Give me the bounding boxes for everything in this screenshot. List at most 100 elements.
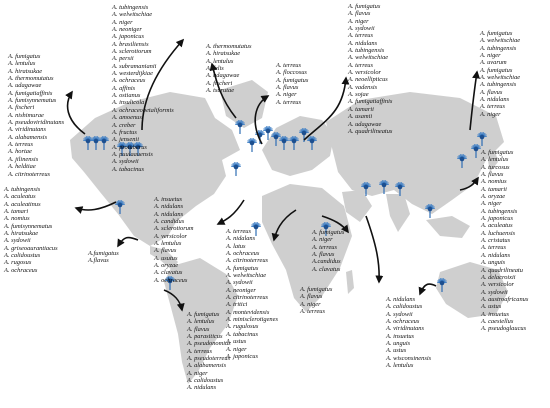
species-name: A. hiratsukae	[8, 67, 43, 75]
species-name: A. heldtiae	[8, 163, 36, 171]
species-name: A. westerdijkiae	[112, 70, 153, 78]
india	[386, 194, 410, 232]
species-name: A. sydowii	[386, 310, 413, 318]
arrow-europe	[254, 95, 270, 145]
australia	[436, 262, 508, 318]
species-name: A. nidulans	[187, 384, 217, 392]
species-name: A. quadrilineatus	[348, 127, 393, 135]
species-name: A. calidoustus	[386, 303, 423, 311]
continents	[70, 80, 508, 384]
species-name: A. lentulus	[206, 57, 234, 65]
species-name: A. cristatus	[481, 237, 511, 245]
species-name: A. rugulosus	[226, 323, 259, 331]
species-name: A. sojae	[348, 91, 369, 99]
species-name: A. nidulans	[480, 96, 510, 104]
species-name: A. niger	[480, 52, 501, 60]
species-name: A. fumigatus	[348, 3, 381, 10]
species-name: A. fumigatus	[226, 264, 259, 272]
arrow-caribbean	[117, 236, 139, 248]
species-name: A. parasiticus	[187, 333, 223, 341]
species-name: A. terreus	[348, 61, 373, 69]
species-name: A. citrinoterreus	[8, 170, 51, 178]
species-name: A. aculeatus	[481, 222, 513, 230]
species-name: A. welwitschiae	[112, 11, 153, 19]
arrow-russia	[303, 76, 350, 141]
species-name: A. udagawae	[348, 120, 382, 128]
species-name: A. terreus	[226, 228, 251, 235]
species-name: A. montevidensis	[226, 308, 270, 316]
species-name: A. insuetus	[386, 332, 415, 340]
species-name: A. flavus	[187, 325, 210, 333]
species-name: A. minisclerotigenes	[226, 316, 278, 324]
fungus-icon	[114, 200, 126, 214]
species-name: A. hiratsukae	[4, 230, 39, 238]
japan	[486, 146, 498, 172]
species-name: A. welwitschiae	[480, 74, 521, 82]
species-name: A. nidulans	[348, 39, 378, 47]
species-name: A. hiratsukae	[206, 50, 241, 58]
species-name: A. wisconsinensis	[386, 354, 432, 362]
fungus-icon	[288, 136, 300, 150]
species-name: A. sydowii	[226, 279, 253, 287]
fungus-icon	[234, 120, 246, 134]
species-name: A. lentulus	[8, 60, 36, 68]
species-name: A. pseudoterreus	[187, 355, 231, 363]
fungus-icon	[262, 126, 274, 140]
species-name: A. vadensis	[348, 83, 378, 91]
species-name: A. terreus	[481, 244, 506, 252]
fungus-icon	[270, 132, 282, 146]
species-name: A. calidoustus	[187, 377, 224, 385]
asia	[326, 92, 504, 214]
species-name: A. griseoaurantiacus	[4, 244, 58, 252]
species-name: A. lentulus	[481, 156, 509, 164]
species-name: A. fumigatus	[480, 30, 513, 37]
arrow-canada	[65, 90, 86, 135]
fungus-icon	[306, 136, 318, 150]
species-name: A. puulaauensis	[112, 150, 153, 158]
species-name: A. niger	[480, 110, 501, 118]
species-name: A. sydowii	[112, 158, 139, 166]
europe	[262, 116, 334, 176]
species-name: A. insuetus	[154, 196, 183, 203]
species-name: A. ochraceus	[386, 318, 420, 326]
species-name: A. welwitschiae	[226, 272, 267, 280]
species-name: A. pseudonomius	[187, 340, 231, 348]
species-name: A. neoniger	[226, 286, 256, 294]
fungus-icon	[424, 204, 436, 218]
species-name: A. flavus	[312, 251, 335, 259]
fungus-icon	[82, 136, 94, 150]
species-name: A. luchuensis	[481, 229, 516, 237]
pointer-arrows	[65, 38, 481, 312]
africa	[262, 184, 352, 312]
species-name: A. oryzae	[481, 193, 506, 201]
species-name: A. flavus	[348, 10, 371, 18]
species-name: A. citrinoterreus	[226, 257, 269, 265]
species-name: A. pseudoglaucus	[481, 325, 527, 333]
species-name: A.fumigatus	[88, 250, 119, 257]
species-name: A. sydowii	[481, 288, 508, 296]
north-america	[70, 92, 240, 246]
species-name: A. terreus	[348, 32, 373, 40]
species-name: A. fructus	[112, 128, 137, 136]
species-name: A. niger	[276, 91, 297, 99]
species-name: A. ochraceus	[226, 250, 260, 258]
species-name: A. citrinoterreus	[226, 294, 269, 302]
species-name: A. nidulans	[481, 251, 511, 259]
species-name: A. austroafricanus	[481, 295, 529, 303]
species-name: A. unguis	[481, 259, 506, 267]
species-name: A. welwitschiae	[348, 54, 389, 62]
species-name: A. jensenii	[112, 136, 139, 144]
species-name: A. persii	[112, 55, 134, 63]
species-name: A. tritici	[226, 301, 248, 309]
species-name: A. versicolor	[348, 69, 382, 77]
species-name: A. nishimurae	[8, 111, 44, 119]
species-name: A. hortae	[8, 148, 32, 156]
arrow-usa	[141, 38, 185, 131]
species-name: A. clavatus	[154, 269, 183, 277]
